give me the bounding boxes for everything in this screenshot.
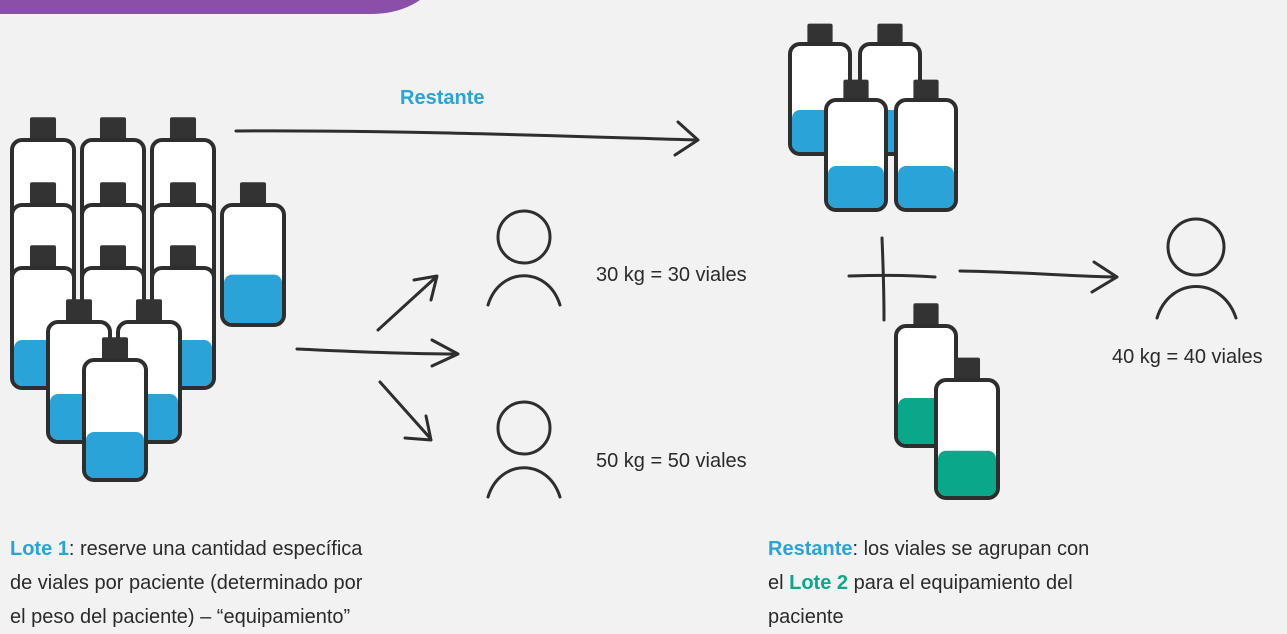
- caption-left-highlight: Lote 1: [10, 538, 69, 560]
- vial-group-lote-2: [894, 303, 1000, 500]
- vial-icon: [934, 357, 1000, 500]
- banner-shape: [0, 0, 420, 14]
- caption-left: Lote 1: reserve una cantidad específica …: [10, 532, 460, 634]
- caption-right-line2-pre: el: [768, 572, 790, 594]
- arrow-icon: [295, 338, 460, 368]
- caption-right-highlight-2: Lote 2: [789, 572, 849, 594]
- arrow-icon: [958, 260, 1119, 294]
- label-restante: Restante: [400, 87, 485, 109]
- person-icon: [486, 209, 562, 307]
- arrow-icon: [378, 380, 433, 442]
- caption-left-line2: de viales por paciente (determinado por: [10, 572, 363, 594]
- label-patient-40: 40 kg = 40 viales: [1112, 346, 1263, 368]
- caption-right-line3: paciente: [768, 606, 844, 628]
- caption-left-line3: el peso del paciente) – “equipamiento”: [10, 606, 351, 628]
- label-patient-30: 30 kg = 30 viales: [596, 264, 747, 286]
- caption-right-line1: : los viales se agrupan con: [852, 538, 1090, 560]
- vial-group-lote-1: [10, 117, 286, 482]
- arrow-icon: [376, 274, 439, 332]
- caption-right-line2: para el equipamiento del: [848, 572, 1073, 594]
- person-icon: [1155, 217, 1238, 320]
- vial-group-restante: [788, 23, 958, 212]
- vial-icon: [894, 79, 958, 212]
- vial-icon: [82, 337, 148, 482]
- caption-left-line1: : reserve una cantidad específica: [68, 538, 363, 560]
- vial-icon: [824, 79, 888, 212]
- arrow-icon: [234, 120, 700, 157]
- label-patient-50: 50 kg = 50 viales: [596, 450, 747, 472]
- plus-icon: [847, 236, 937, 322]
- person-icon: [486, 400, 562, 499]
- vial-icon: [220, 182, 286, 327]
- caption-right: Restante: los viales se agrupan con el L…: [768, 532, 1188, 634]
- caption-right-highlight-1: Restante: [768, 538, 853, 560]
